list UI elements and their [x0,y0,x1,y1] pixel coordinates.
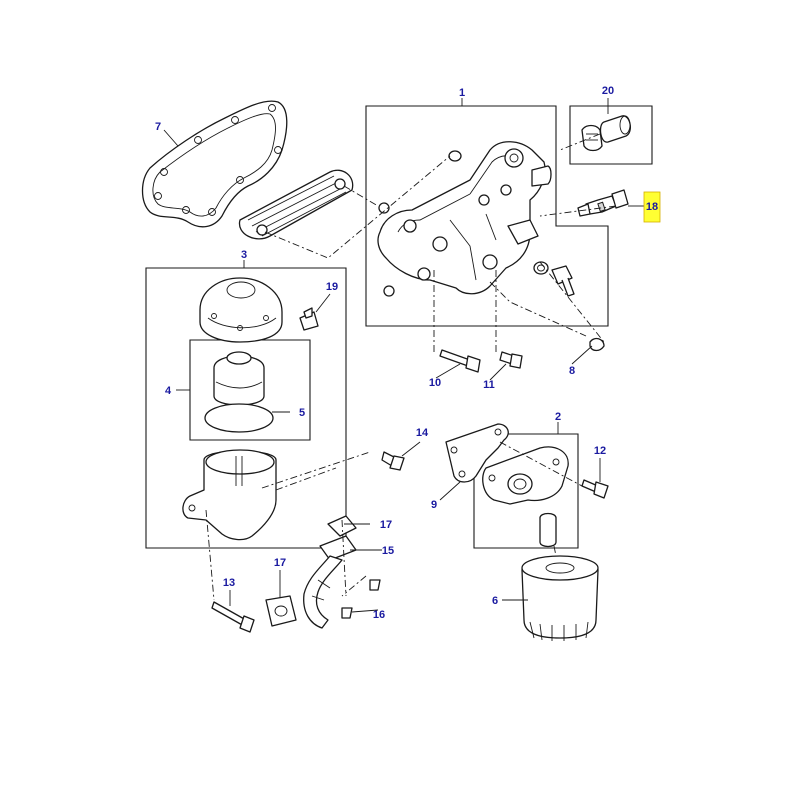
callout-7[interactable]: 7 [155,121,161,133]
leader-lines [163,98,644,613]
filter-housing-cover [199,277,283,343]
bolt-part-19 [299,307,319,331]
callout-9[interactable]: 9 [431,499,437,511]
oil-filter-part-6 [521,555,599,641]
callout-8[interactable]: 8 [569,365,575,377]
callout-19[interactable]: 19 [326,281,338,293]
filter-housing-body [182,449,277,541]
callout-16[interactable]: 16 [373,609,385,621]
oil-cooler-housing-part-1 [377,141,552,295]
sensor-connector-part-20 [581,115,632,152]
alignment-lines [205,133,617,601]
callout-15[interactable]: 15 [382,545,394,557]
filter-element-part-4 [213,351,265,406]
filter-adaptor-part-2 [482,446,569,505]
callout-3[interactable]: 3 [241,249,247,261]
bolt-part-14 [381,451,405,471]
gasket-part-17-lower [265,595,297,627]
callout-4[interactable]: 4 [165,385,172,397]
callout-1[interactable]: 1 [459,87,465,99]
bolt-part-10 [439,349,481,373]
group-box-sensor-kit [569,105,653,165]
callout-14[interactable]: 14 [416,427,429,439]
callout-17-lower[interactable]: 17 [274,557,286,569]
adaptor-gasket-part-9 [445,423,509,483]
callout-6[interactable]: 6 [492,595,498,607]
callout-5[interactable]: 5 [299,407,305,419]
callout-2[interactable]: 2 [555,411,561,423]
o-ring-lower [383,285,395,297]
callout-20[interactable]: 20 [602,85,614,97]
oil-cooler-element [238,169,354,240]
temperature-sensor-part-18 [577,189,629,217]
bolt-part-13 [211,601,255,633]
group-box-filter-adaptor [473,433,579,549]
bolt-part-12 [581,479,609,499]
group-box-filter-element [189,339,311,441]
drain-plug [533,261,575,297]
adaptor-nipple [539,512,557,548]
gasket-part-7 [141,100,288,228]
callout-11[interactable]: 11 [483,379,495,391]
group-box-oil-cooler-housing [365,105,609,327]
o-ring-upper [448,150,462,162]
seal-part-5 [204,403,274,433]
bolt-part-16 [341,579,381,619]
callout-17-upper[interactable]: 17 [380,519,392,531]
callout-10[interactable]: 10 [429,377,441,389]
o-ring-left [378,202,390,214]
callout-12[interactable]: 12 [594,445,606,457]
highlight-box-18 [643,191,661,223]
callout-13[interactable]: 13 [223,577,235,589]
callout-18[interactable]: 18 [646,201,658,213]
clip-part-8 [589,337,605,352]
bolt-part-11 [499,351,523,369]
callout-numbers: 1 2 3 4 5 6 7 8 9 10 11 12 13 14 15 16 1… [155,85,658,621]
